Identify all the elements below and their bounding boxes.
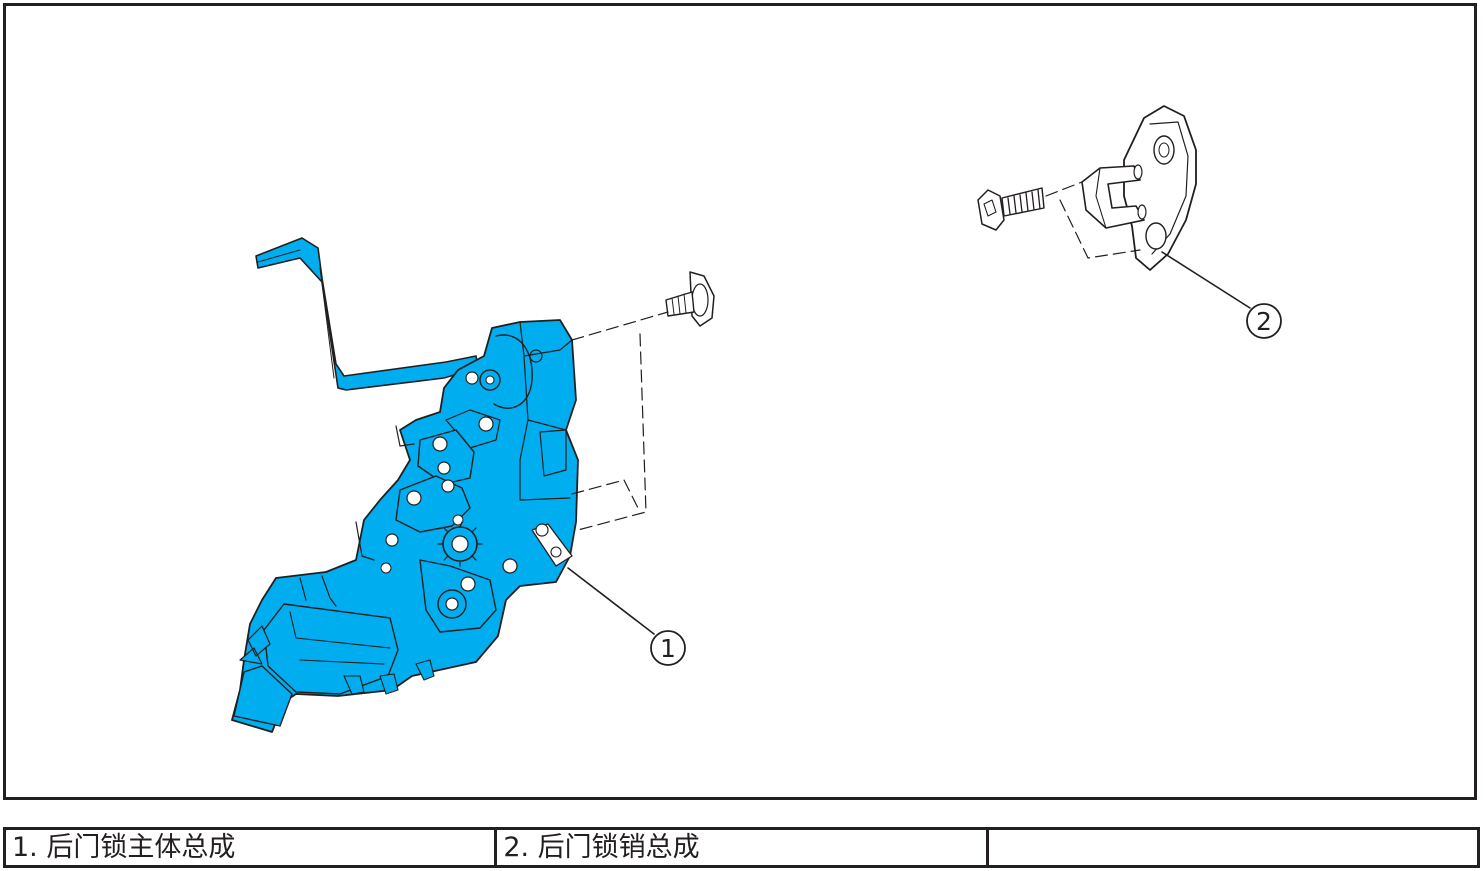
legend-item-empty [985, 827, 1481, 868]
striker-assembly-dashed [1045, 181, 1141, 259]
callout-2: 2 [1161, 251, 1282, 339]
legend-row: 1. 后门锁主体总成 2. 后门锁销总成 [2, 827, 1481, 868]
parts-legend-table: 1. 后门锁主体总成 2. 后门锁销总成 [2, 827, 1481, 868]
legend-item-1: 1. 后门锁主体总成 [2, 827, 498, 868]
electrical-connector [233, 665, 293, 727]
striker-loop [1081, 165, 1145, 229]
lock-body-mounting-bolt [665, 271, 715, 327]
callout-2-label: 2 [1256, 307, 1272, 336]
striker-mounting-screw [977, 187, 1045, 231]
lock-actuating-rod [255, 237, 479, 391]
striker-plate [1123, 105, 1197, 271]
exploded-view-diagram: 1 [231, 105, 1282, 733]
diagram-frame: 1 [3, 3, 1477, 800]
assembly-leader-dashed [571, 311, 669, 531]
callout-1-label: 1 [660, 634, 676, 663]
door-striker-assembly [1081, 105, 1197, 271]
callout-1: 1 [567, 567, 686, 666]
door-lock-body-assembly [231, 237, 579, 733]
legend-item-2: 2. 后门锁销总成 [494, 827, 989, 868]
actuator-motor [263, 603, 399, 695]
